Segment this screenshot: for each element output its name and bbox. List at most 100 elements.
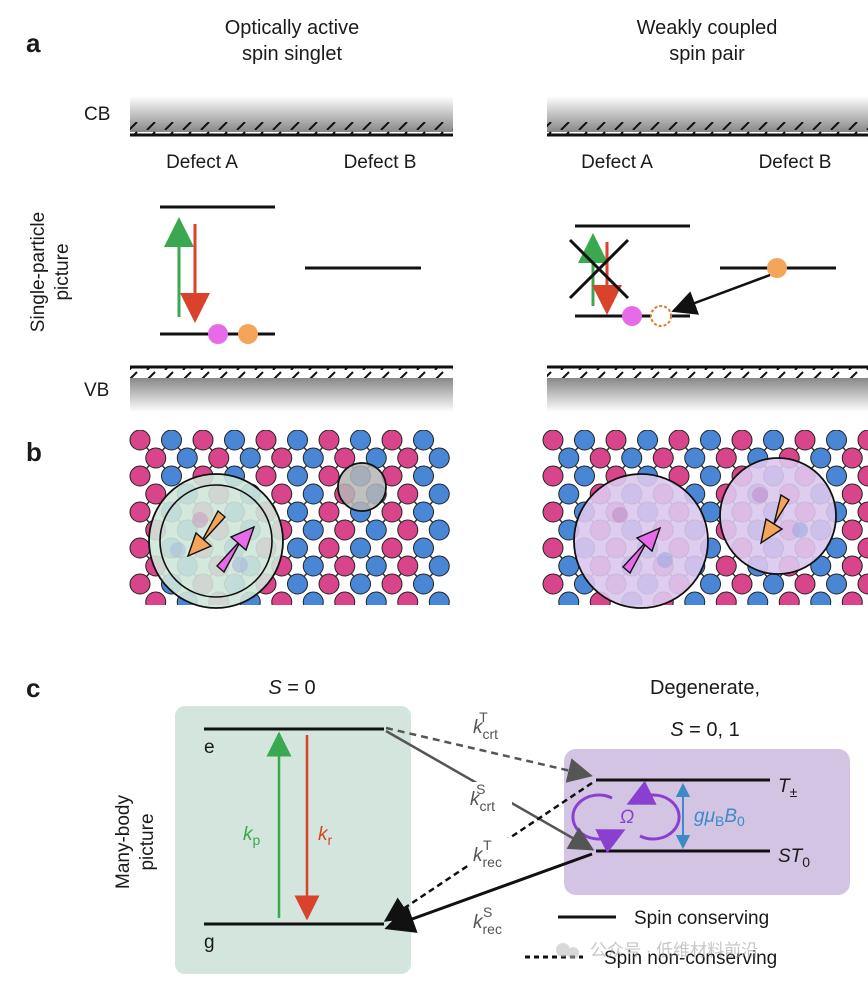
lattice-atom [763,430,784,451]
lattice-atom [731,430,753,451]
spin-down-arrow-orange [186,509,227,558]
lattice-atom [397,447,419,469]
lattice-atom [129,430,151,451]
conduction-band-left [130,96,453,137]
svg-text:公众号 · 低维材料前沿: 公众号 · 低维材料前沿 [590,941,758,960]
defect-a-label-right: Defect A [581,152,653,173]
svg-text:picture: picture [137,813,158,870]
lattice-atom [542,501,564,523]
defect-b-label-left: Defect B [344,152,417,173]
lattice-atom [731,573,753,595]
lattice-atom [857,537,868,559]
lattice-atom [271,447,293,469]
lattice-atom [129,537,151,559]
lattice-atom [428,591,450,605]
state-g-label: g [204,932,215,953]
lattice-atom [239,447,261,469]
lattice-atom [857,430,868,451]
lattice-atom [413,465,434,487]
lattice-atom [810,591,832,605]
lattice-atom [176,447,198,469]
lattice-atom [810,447,832,469]
lattice-atom [715,447,737,469]
lattice-atom [224,430,245,451]
zeeman-label: gμBB0 [694,806,745,829]
legend-solid-label: Spin conserving [634,908,769,929]
omega-precession-icon [571,780,681,854]
lattice-atom [841,591,863,605]
lattice-atom [397,483,419,505]
lattice-atom [287,465,308,487]
conduction-band-right [547,96,868,137]
panel-label-a: a [26,28,41,58]
svg-text:picture: picture [52,243,73,300]
lattice-atom [857,501,868,523]
lattice-atom [334,591,356,605]
right-spin-title: S = 0, 1 [670,719,740,741]
defect-b-label-right: Defect B [759,152,832,173]
lattice-atom [255,465,277,487]
lattice-atom [715,591,737,605]
lattice-atom [637,430,658,451]
lattice-atom [365,519,387,541]
lattice-atom [381,537,403,559]
lattice-atom [413,430,434,451]
lattice-atom [129,465,151,487]
lattice-atom [302,591,324,605]
lattice-atom [145,483,167,505]
lattice-atom [350,573,371,595]
omega-label: Ω [620,807,634,828]
lattice-atom [318,465,340,487]
lattice-atom [668,430,690,451]
left-title-line1: Optically active [225,17,360,39]
k-rec-t-label: krecT [470,837,516,870]
defect-a-wavefunction-left [148,473,284,609]
lattice-atom [145,447,167,469]
lattice-atom [397,519,419,541]
lattice-atom [542,430,564,451]
svg-text:Many-body: Many-body [113,795,134,889]
lattice-atom [397,555,419,577]
single-particle-side-label: Single-particle picture [28,212,73,332]
lattice-atom [428,483,450,505]
lattice-atom [428,555,450,577]
lattice-atom [302,483,324,505]
lattice-atom [841,483,863,505]
lattice-atom [302,555,324,577]
lattice-atom [542,537,564,559]
lattice-atom [350,537,371,559]
lattice-atom [161,465,182,487]
watermark: 公众号 · 低维材料前沿 [556,941,758,960]
lattice-atom [684,447,706,469]
lattice-atom [558,483,580,505]
vb-label: VB [84,380,109,401]
state-e-label: e [204,737,215,758]
lattice-atom [287,430,308,451]
lattice-atom [574,465,595,487]
lattice-atom [841,447,863,469]
lattice-atom [287,573,308,595]
lattice-atom [192,430,214,451]
pink-spin-carrier [208,324,228,344]
singlet-manifold-box [175,706,411,974]
lattice-atom [794,573,816,595]
lattice-atom [161,430,182,451]
spin-up-arrow-pink-right [621,526,662,575]
svg-text:Single-particle: Single-particle [28,212,49,332]
lattice-atom [700,465,721,487]
lattice-atom [715,555,737,577]
panel-label-c: c [26,673,40,703]
lattice-atom [334,555,356,577]
lattice-atom [302,447,324,469]
lattice-atom [826,430,847,451]
lattice-atom [365,555,387,577]
lattice-atom [208,447,230,469]
k-rec-singlet-arrow [384,852,593,933]
lattice-atom [747,591,769,605]
lattice-atom [700,430,721,451]
lattice-atom [684,591,706,605]
lattice-atom [255,430,277,451]
lattice-atom [381,501,403,523]
lattice-atom [129,573,151,595]
